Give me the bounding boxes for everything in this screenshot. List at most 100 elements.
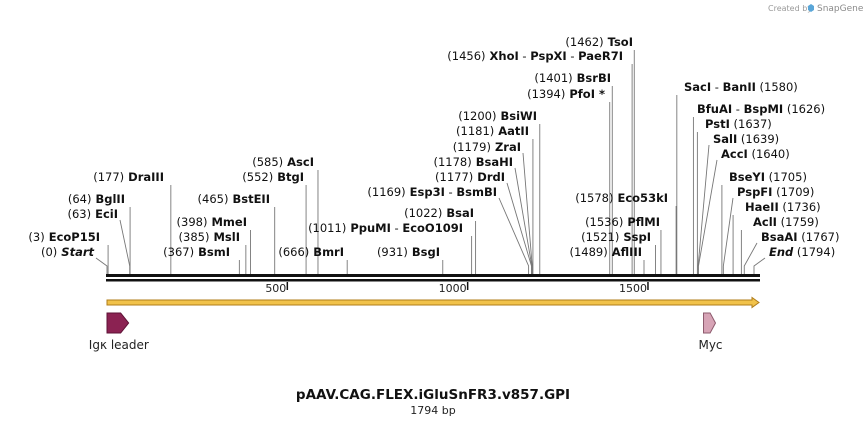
site-enzyme-name: TsoI [604,35,633,49]
site-position: (465) [198,192,229,206]
site-enzyme-name: PaeR7I [578,49,623,63]
site-label: (367) BsmI [163,245,230,259]
site-enzyme-name: BstEII [228,192,270,206]
site-esp3i[interactable]: (1169) Esp3I - BsmBI [367,185,530,274]
site-position: (1639) [737,132,779,146]
site-bsaai[interactable]: BsaAI (1767) [743,230,839,274]
site-position: - [519,49,530,63]
site-enzyme-name: BsaAI [761,230,798,244]
site-label: (1177) DrdI [435,170,505,184]
site-position: (1169) [367,185,405,199]
site-enzyme-name: ZraI [491,140,521,154]
site-label: (465) BstEII [198,192,270,206]
site-pfoi[interactable]: (1394) PfoI * [527,87,611,274]
feature-myc[interactable]: Myc [698,312,723,352]
site-position: - [711,80,722,94]
site-asci[interactable]: (585) AscI [252,155,319,274]
site-bsteii[interactable]: (465) BstEII [198,192,276,274]
site-aatii[interactable]: (1181) AatII [456,124,534,274]
backbone-bottom-strand [106,279,760,282]
site-enzyme-name: BsmI [194,245,230,259]
snapgene-logo-icon [808,4,814,12]
site-position: (385) [179,230,210,244]
site-eco53ki[interactable]: (1578) Eco53kI [575,191,677,274]
site-acli[interactable]: AclI (1759) [740,215,819,274]
site-label: (1011) PpuMI - EcoO109I [308,221,463,235]
site-bsgi[interactable]: (931) BsgI [377,245,444,274]
site-position: (1011) [308,221,346,235]
site-enzyme-name: BsiWI [496,109,537,123]
site-tsoi[interactable]: (1462) TsoI [565,35,635,274]
site-position: (1200) [458,109,496,123]
site-position: (1578) [575,191,613,205]
site-bseyi[interactable]: BseYI (1705) [721,170,807,274]
site-position: - [445,185,456,199]
site-btgi[interactable]: (552) BtgI [242,170,307,274]
site-afliii[interactable]: (1489) AflIII [569,245,645,274]
site-ppumi[interactable]: (1011) PpuMI - EcoO109I [308,221,473,274]
site-msli[interactable]: (385) MslI [179,230,247,274]
ruler-tick-label: 1500 [619,282,647,295]
site-sspi[interactable]: (1521) SspI [581,230,656,274]
credit-prefix: Created by [768,4,812,13]
site-pflmi[interactable]: (1536) PflMI [585,215,662,274]
site-bgiii[interactable]: (64) BglII [68,192,131,274]
site-position: (1178) [433,155,471,169]
site-haeii[interactable]: HaeII (1736) [732,200,821,274]
site-position: (0) [41,245,57,259]
site-position: (1794) [793,245,835,259]
site-label: (1181) AatII [456,124,529,138]
site-position: (1462) [565,35,603,49]
site-enzyme-name: SacI [684,80,711,94]
site-position: (64) [68,192,92,206]
site-position: (1709) [772,185,814,199]
site-bsiwi[interactable]: (1200) BsiWI [458,109,541,274]
site-enzyme-name: XhoI [486,49,519,63]
site-saci[interactable]: SacI - BanII (1580) [676,80,798,274]
site-connector [498,197,530,274]
site-bmri[interactable]: (666) BmrI [278,245,348,274]
plasmid-name: pAAV.CAG.FLEX.iGluSnFR3.v857.GPI [296,387,570,403]
site-label: (177) DraIII [93,170,164,184]
site-position: - [732,102,743,116]
site-enzyme-name: PfoI * [565,87,605,101]
site-enzyme-name: End [769,245,794,259]
site-position: (63) [67,207,91,221]
feature-igk[interactable]: Igκ leader [89,312,149,352]
site-ecop15i[interactable]: (3) EcoP15I [28,230,109,274]
site-enzyme-name: Start [57,245,94,259]
site-label: BfuAI - BspMI (1626) [697,102,825,116]
site-label: (1178) BsaHI [433,155,513,169]
site-position: (1536) [585,215,623,229]
site-zrai[interactable]: (1179) ZraI [453,140,533,274]
site-label: (585) AscI [252,155,314,169]
site-enzyme-name: PstI [705,117,730,131]
site-acci[interactable]: AccI (1640) [698,147,790,274]
site-psti[interactable]: PstI (1637) [696,117,772,274]
site-label: (1401) BsrBI [534,71,611,85]
site-start[interactable]: (0) Start [41,245,108,274]
site-mmei[interactable]: (398) MmeI [177,215,251,274]
site-label: (552) BtgI [242,170,304,184]
site-enzyme-name: MmeI [207,215,247,229]
site-bsmi[interactable]: (367) BsmI [163,245,240,274]
site-end[interactable]: End (1794) [753,245,835,274]
site-xhoi[interactable]: (1456) XhoI - PspXI - PaeR7I [447,49,633,274]
site-position: (1705) [765,170,807,184]
site-label: (1536) PflMI [585,215,660,229]
backbone [106,274,760,282]
site-bsrbi[interactable]: (1401) BsrBI [534,71,613,274]
site-label: BseYI (1705) [729,170,807,184]
site-ecii[interactable]: (63) EciI [67,207,131,274]
site-label: (1489) AflIII [569,245,642,259]
site-enzyme-name: BfuAI [697,102,732,116]
site-pspfi[interactable]: PspFI (1709) [722,185,814,274]
site-position: - [391,221,402,235]
site-bfuai[interactable]: BfuAI - BspMI (1626) [692,102,825,274]
site-position: - [567,49,578,63]
site-bsai[interactable]: (1022) BsaI [404,206,477,274]
site-draiii[interactable]: (177) DraIII [93,170,172,274]
site-drdi[interactable]: (1177) DrdI [435,170,532,274]
site-enzyme-name: BspMI [744,102,784,116]
